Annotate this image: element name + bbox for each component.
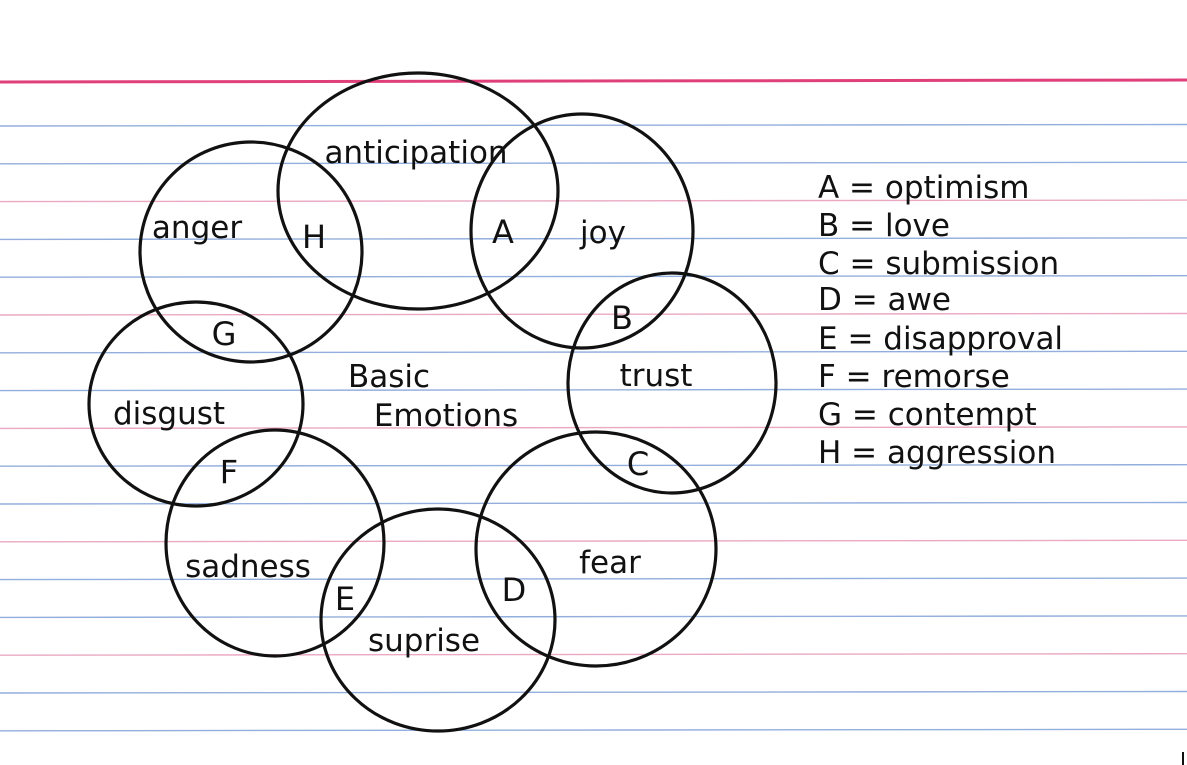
rule-line (0, 312, 1187, 316)
overlap-letter-d: D (502, 571, 527, 609)
rule-line (0, 123, 1187, 127)
rule-line (0, 199, 1187, 203)
overlap-letter-b: B (611, 299, 633, 337)
label-sadness: sadness (185, 549, 311, 585)
rule-line (0, 728, 1187, 732)
center-label-line-1: Basic (348, 359, 430, 395)
rule-line (0, 653, 1187, 656)
overlap-letter-g: G (212, 315, 237, 353)
circle-anticipation (276, 71, 560, 311)
rule-line (0, 615, 1187, 619)
rule-line (0, 161, 1187, 165)
legend-item-d: D = awe (818, 282, 951, 318)
label-trust: trust (620, 358, 693, 394)
header-rule-line (0, 78, 1187, 84)
overlap-letter-f: F (220, 453, 238, 491)
circle-anger (138, 140, 364, 364)
label-anger: anger (152, 210, 242, 246)
legend-item-e: E = disapproval (818, 321, 1063, 357)
label-disgust: disgust (113, 396, 225, 432)
legend-item-h: H = aggression (818, 435, 1056, 471)
emotion-circles (87, 71, 778, 733)
rule-line (0, 539, 1187, 543)
label-surprise: suprise (368, 623, 480, 659)
rule-line (0, 426, 1187, 430)
overlap-letter-e: E (335, 580, 355, 618)
legend-item-f: F = remorse (818, 359, 1010, 395)
circle-sadness (164, 428, 386, 658)
rule-line (0, 388, 1187, 392)
center-label-line-2: Emotions (374, 398, 518, 434)
circle-surprise (319, 507, 557, 733)
legend: A = optimism B = love C = submission D =… (818, 170, 1063, 471)
legend-item-g: G = contempt (818, 397, 1037, 433)
circle-trust (566, 271, 778, 495)
legend-item-a: A = optimism (818, 170, 1029, 206)
overlap-letter-a: A (492, 213, 514, 251)
overlap-letter-c: C (627, 445, 649, 483)
circle-disgust (87, 300, 305, 508)
rule-line (0, 237, 1187, 241)
rule-line (0, 275, 1187, 278)
legend-item-b: B = love (818, 208, 950, 244)
rule-line (0, 690, 1187, 694)
label-joy: joy (579, 215, 626, 251)
circle-fear (474, 430, 718, 668)
overlap-letter-h: H (302, 218, 326, 256)
label-fear: fear (579, 545, 641, 581)
legend-item-c: C = submission (818, 246, 1059, 282)
ruled-lines (0, 78, 1187, 732)
circle-joy (469, 112, 695, 350)
label-anticipation: anticipation (324, 135, 507, 171)
rule-line (0, 577, 1187, 581)
rule-line (0, 501, 1187, 505)
rule-line (0, 350, 1187, 354)
rule-line (0, 464, 1187, 467)
